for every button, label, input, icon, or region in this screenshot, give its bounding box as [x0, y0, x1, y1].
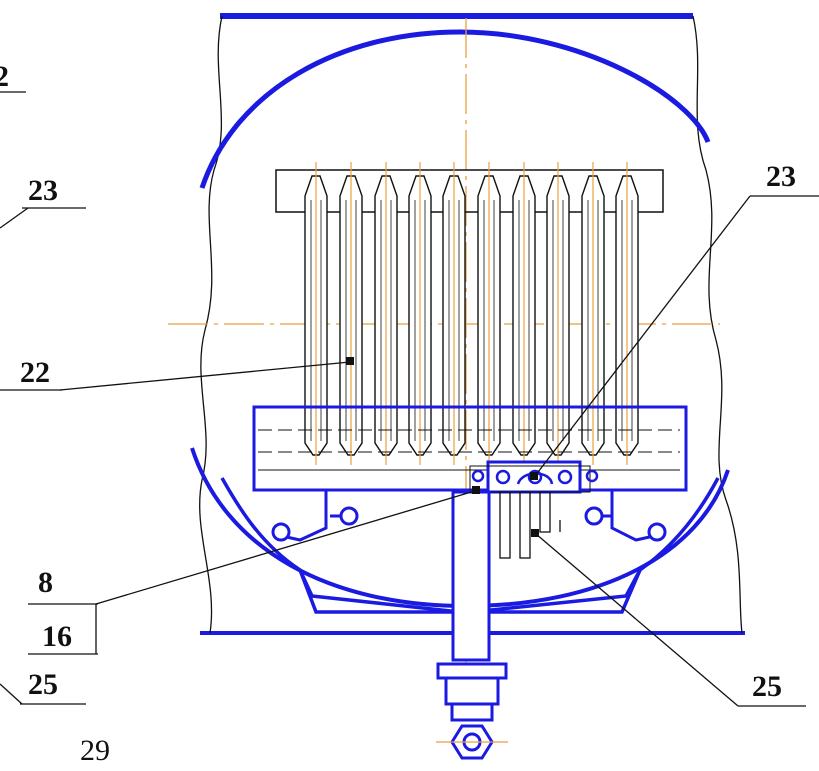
right-clamp-strap — [471, 477, 720, 614]
callout-25-right: 25 — [752, 670, 782, 703]
callout-16: 16 — [42, 620, 72, 653]
upper-dome-arc — [199, 29, 711, 189]
callout-8: 8 — [38, 566, 53, 599]
leader-line-23-left — [0, 207, 29, 229]
left-bracket — [281, 490, 328, 542]
callout-23-right: 23 — [766, 160, 796, 193]
left-break-line — [199, 15, 223, 634]
callout-23-left: 23 — [28, 174, 58, 207]
left-clamp-strap — [220, 477, 461, 614]
page-number: 29 — [80, 734, 110, 767]
left-inner-bolt — [339, 506, 359, 526]
drain-pipe — [451, 490, 491, 662]
heating-tubes-group — [304, 162, 639, 465]
callout-2-partial: 2 — [0, 60, 9, 93]
leader-line-25-left — [0, 683, 23, 705]
leader-marker-8 — [472, 486, 480, 494]
callout-22: 22 — [20, 356, 50, 389]
leader-line-8 — [95, 489, 479, 605]
right-inner-bolt — [584, 506, 604, 526]
left-outer-bolt — [271, 522, 291, 542]
tube-header-plate — [275, 169, 664, 213]
leader-marker-22 — [346, 357, 354, 365]
leader-line-25-right — [535, 533, 739, 707]
leader-line-23-right — [534, 195, 751, 477]
callout-25-left: 25 — [28, 668, 58, 701]
leader-marker-23-right — [530, 472, 538, 480]
leader-marker-25-right — [531, 529, 539, 537]
right-outer-bolt — [647, 522, 667, 542]
drain-fitting-body — [444, 676, 500, 706]
drain-fitting-collar — [436, 662, 508, 680]
leader-line-22 — [59, 361, 351, 391]
right-bracket — [610, 490, 655, 542]
terminal-drop-tubes — [499, 491, 561, 559]
drain-fitting-neck — [450, 702, 494, 722]
